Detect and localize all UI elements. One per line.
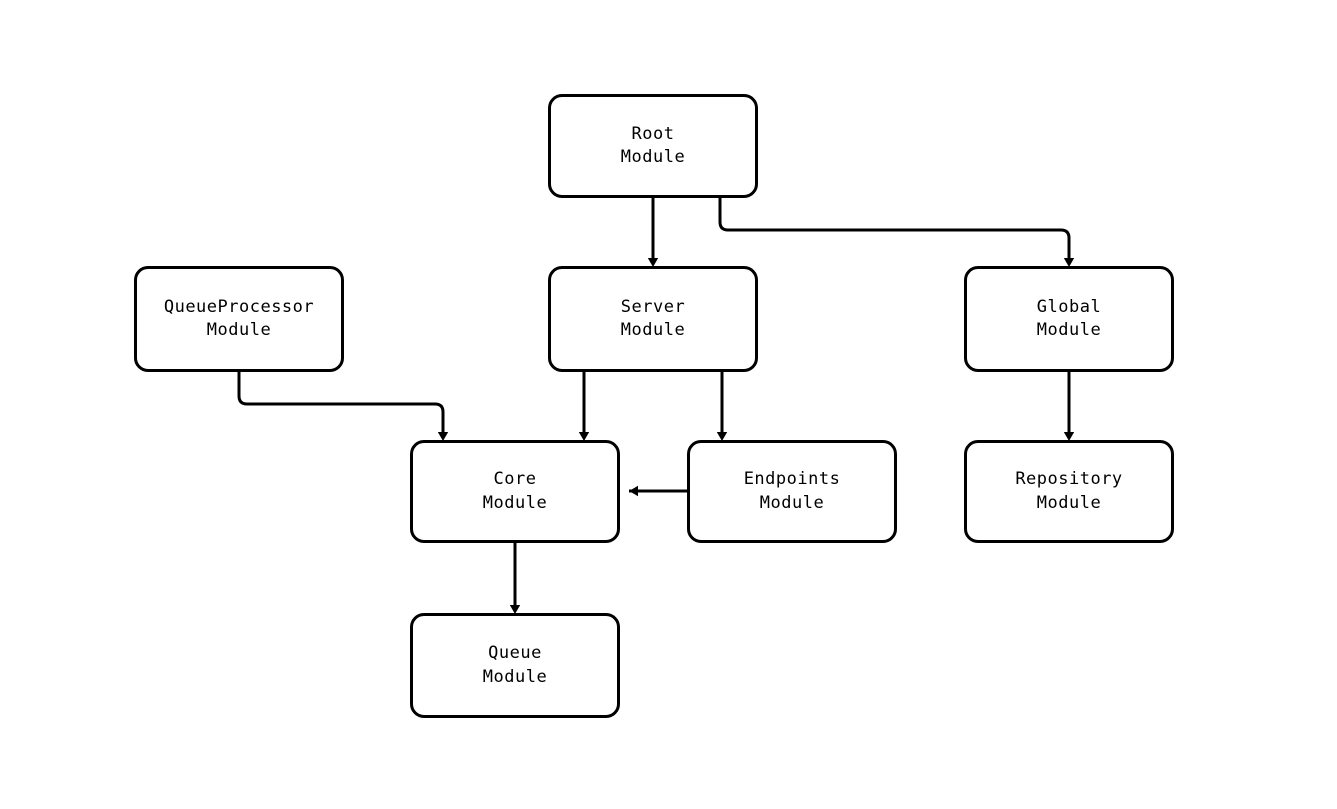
node-queue[interactable]: Queue Module [410, 613, 620, 718]
node-server-sublabel: Module [620, 320, 686, 340]
node-global-sublabel: Module [1036, 320, 1102, 340]
node-global[interactable]: Global Module [964, 266, 1174, 372]
arrowhead-endpoints-to-core [629, 485, 638, 497]
node-global-label: Global [1036, 296, 1102, 317]
node-queueprocessor[interactable]: QueueProcessor Module [134, 266, 344, 372]
node-root[interactable]: Root Module [548, 94, 758, 198]
node-core-sublabel: Module [482, 492, 548, 513]
node-root-label: Root [631, 123, 675, 144]
node-core-label: Core [493, 469, 537, 490]
node-server-label: Server [620, 296, 686, 317]
edge-group [237, 198, 1075, 614]
edge-root-to-global [718, 198, 1071, 258]
node-endpoints-label: Endpoints [743, 469, 841, 490]
node-endpoints-sublabel: Module [759, 492, 825, 513]
node-queue-label: Queue [488, 643, 542, 664]
node-queueprocessor-sublabel: Module [206, 320, 272, 340]
node-repository[interactable]: Repository Module [964, 440, 1174, 543]
node-queueprocessor-label: QueueProcessor [163, 296, 315, 317]
node-root-sublabel: Module [620, 147, 686, 167]
node-queue-sublabel: Module [482, 666, 548, 687]
node-repository-label: Repository [1015, 469, 1123, 490]
node-core[interactable]: Core Module [410, 440, 620, 543]
edge-queueprocessor-to-core [237, 372, 445, 432]
node-repository-sublabel: Module [1036, 492, 1102, 513]
node-server[interactable]: Server Module [548, 266, 758, 372]
node-endpoints[interactable]: Endpoints Module [687, 440, 897, 543]
